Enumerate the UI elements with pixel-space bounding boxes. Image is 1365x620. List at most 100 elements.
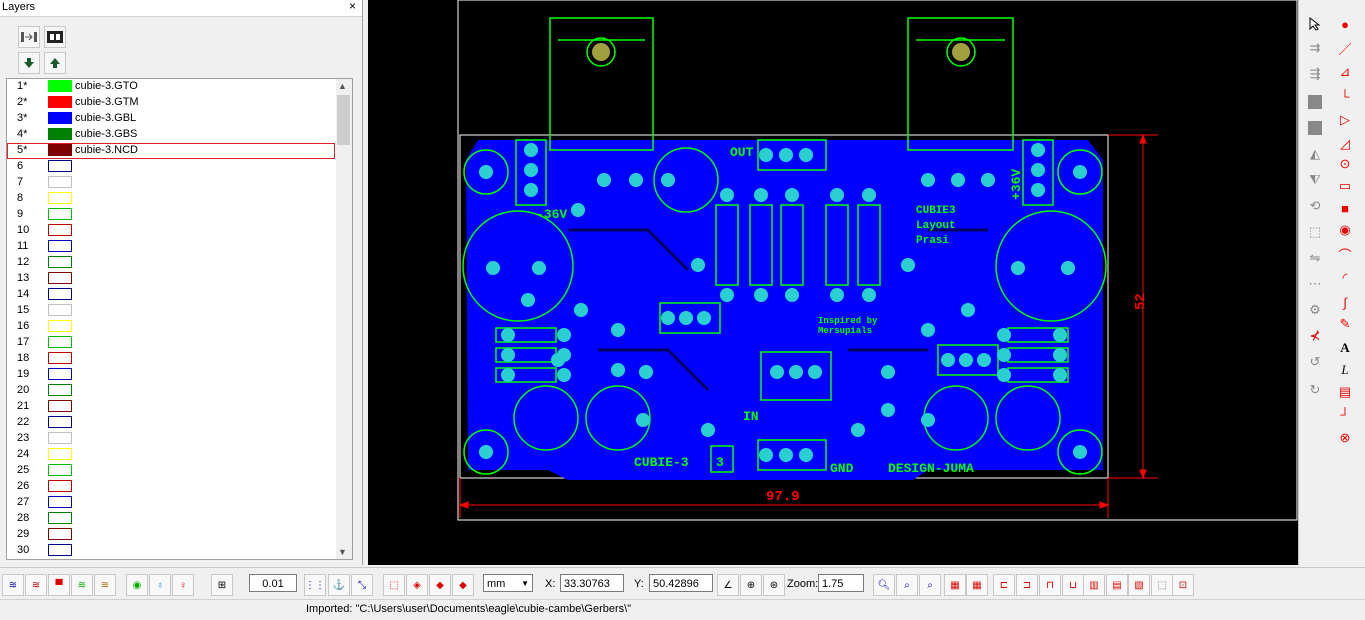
layer-color-swatch[interactable] <box>48 240 72 252</box>
layer-row[interactable]: 14 <box>7 287 335 303</box>
layer-row[interactable]: 10 <box>7 223 335 239</box>
fill-rect-2-icon[interactable] <box>1305 118 1325 138</box>
align-right-icon[interactable]: ⊓ <box>1039 574 1061 596</box>
line-tool-icon[interactable]: ／ <box>1338 41 1352 57</box>
layer-row[interactable]: 22 <box>7 415 335 431</box>
layer-row[interactable]: 18 <box>7 351 335 367</box>
layer-color-swatch[interactable] <box>48 400 72 412</box>
select-points-icon[interactable]: ⬚ <box>383 574 405 596</box>
layer-color-swatch[interactable] <box>48 416 72 428</box>
scroll-up-icon[interactable]: ▲ <box>338 81 347 91</box>
layer-color-swatch[interactable] <box>48 352 72 364</box>
zoom-fit-icon[interactable]: ⌕ <box>919 574 941 596</box>
distribute-h-icon[interactable]: ▥ <box>1083 574 1105 596</box>
layer-row[interactable]: 20 <box>7 383 335 399</box>
zoom-window-icon[interactable]: ⌕ <box>896 574 918 596</box>
layer-row[interactable]: 4*cubie-3.GBS <box>7 127 335 143</box>
highlight-on-icon[interactable]: ◉ <box>126 574 148 596</box>
fill-rect-icon[interactable] <box>1305 92 1325 112</box>
grid-size-field[interactable]: 0.01 <box>249 574 297 592</box>
zoom-in-icon[interactable]: 🔍︎ <box>873 574 895 596</box>
select-all-icon[interactable]: ◆ <box>429 574 451 596</box>
corner-line-icon[interactable]: └ <box>1340 88 1350 104</box>
crosshair-icon[interactable]: ⊕ <box>740 574 762 596</box>
layer-color-swatch[interactable] <box>48 208 72 220</box>
layer-color-swatch[interactable] <box>48 112 72 124</box>
layer-row[interactable]: 11 <box>7 239 335 255</box>
highlight-blue-icon[interactable]: ♁ <box>149 574 171 596</box>
mirror-v-icon[interactable]: ◭ <box>1310 146 1320 161</box>
redo-icon[interactable]: ↻ <box>1309 382 1321 397</box>
close-icon[interactable]: × <box>349 0 357 13</box>
layer-color-swatch[interactable] <box>48 528 72 540</box>
rect-fill-icon[interactable]: ■ <box>1341 200 1349 216</box>
select-clear-icon[interactable]: ⊡ <box>1172 574 1194 596</box>
corner-icon[interactable]: ┘ <box>1340 406 1350 422</box>
snap-diagonal-icon[interactable]: ⤡ <box>351 574 373 596</box>
distribute-icon[interactable]: ⇋ <box>1309 250 1321 265</box>
layer-row[interactable]: 12 <box>7 255 335 271</box>
move-tool-icon[interactable]: ⇉ <box>1309 40 1321 55</box>
layer-row[interactable]: 7 <box>7 175 335 191</box>
layer-color-swatch[interactable] <box>48 384 72 396</box>
view-grid-2-icon[interactable]: ▦ <box>966 574 988 596</box>
layer-color-swatch[interactable] <box>48 224 72 236</box>
layer-color-swatch[interactable] <box>48 192 72 204</box>
layer-row[interactable]: 24 <box>7 447 335 463</box>
scroll-down-icon[interactable]: ▼ <box>338 547 347 557</box>
settings-icon[interactable]: ⚙ <box>1309 302 1321 317</box>
scrollbar-thumb[interactable] <box>337 95 350 145</box>
zoom-field[interactable]: 1.75 <box>818 574 864 592</box>
copy-tool-icon[interactable]: ⇶ <box>1309 66 1321 81</box>
distribute-icon-3[interactable]: ▧ <box>1128 574 1150 596</box>
align-top-icon[interactable]: ⊔ <box>1062 574 1084 596</box>
pen-icon[interactable]: ✎ <box>1339 316 1351 331</box>
snap-grid-icon[interactable]: ⋮⋮ <box>304 574 326 596</box>
layer-row[interactable]: 26 <box>7 479 335 495</box>
layer-row[interactable]: 30 <box>7 543 335 559</box>
layer-move-down-button[interactable] <box>18 52 40 74</box>
layer-color-swatch[interactable] <box>48 432 72 444</box>
cancel-icon[interactable]: ⊗ <box>1339 430 1351 445</box>
curve-icon[interactable]: ∫ <box>1343 294 1347 310</box>
origin-icon[interactable]: ⊛ <box>763 574 785 596</box>
align-left-icon[interactable]: ⊏ <box>993 574 1015 596</box>
layer-row[interactable]: 25 <box>7 463 335 479</box>
layer-color-swatch[interactable] <box>48 448 72 460</box>
unit-select[interactable]: mm▼ <box>483 574 533 592</box>
rect-outline-icon[interactable]: ▭ <box>1338 178 1352 193</box>
angle-icon[interactable]: ∠ <box>717 574 739 596</box>
mirror-h-icon[interactable]: ⧨ <box>1309 172 1321 187</box>
align-icon[interactable]: ⬚ <box>1308 224 1322 239</box>
rotate-icon[interactable]: ⟲ <box>1309 198 1321 213</box>
layer-row[interactable]: 8 <box>7 191 335 207</box>
layer-color-swatch[interactable] <box>48 496 72 508</box>
select-window-icon[interactable]: ⬚ <box>1151 574 1173 596</box>
triangle-icon[interactable]: ◿ <box>1340 136 1350 151</box>
layer-color-swatch[interactable] <box>48 176 72 188</box>
layer-row[interactable]: 16 <box>7 319 335 335</box>
circle-fill-icon[interactable]: ◉ <box>1339 222 1351 237</box>
layer-color-swatch[interactable] <box>48 304 72 316</box>
layer-color-swatch[interactable] <box>48 320 72 332</box>
circle-icon[interactable]: ⊙ <box>1339 156 1351 171</box>
layer-row[interactable]: 3*cubie-3.GBL <box>7 111 335 127</box>
arc-2-icon[interactable]: ◜ <box>1342 270 1348 285</box>
layer-row[interactable]: 28 <box>7 511 335 527</box>
arc-icon[interactable]: ⌒ <box>1338 247 1352 263</box>
align-center-icon[interactable]: ⊐ <box>1016 574 1038 596</box>
distribute-v-icon[interactable]: ▤ <box>1106 574 1128 596</box>
layer-row[interactable]: 21 <box>7 399 335 415</box>
layer-row[interactable]: 13 <box>7 271 335 287</box>
layer-invert-button[interactable] <box>44 26 66 48</box>
layer-row[interactable]: 29 <box>7 527 335 543</box>
arrow-line-icon[interactable]: ▷ <box>1340 112 1350 127</box>
layer-row[interactable]: 23 <box>7 431 335 447</box>
layer-list-scrollbar[interactable]: ▲ ▼ <box>336 79 352 559</box>
anchor-icon[interactable]: ⚓ <box>328 574 350 596</box>
layer-color-swatch[interactable] <box>48 512 72 524</box>
pcb-canvas[interactable]: OUT IN GND CUBIE-3 3 DESIGN-JUMA -36V +3… <box>368 0 1298 565</box>
layer-view-1-icon[interactable]: ≋ <box>2 574 24 596</box>
layer-color-swatch[interactable] <box>48 256 72 268</box>
